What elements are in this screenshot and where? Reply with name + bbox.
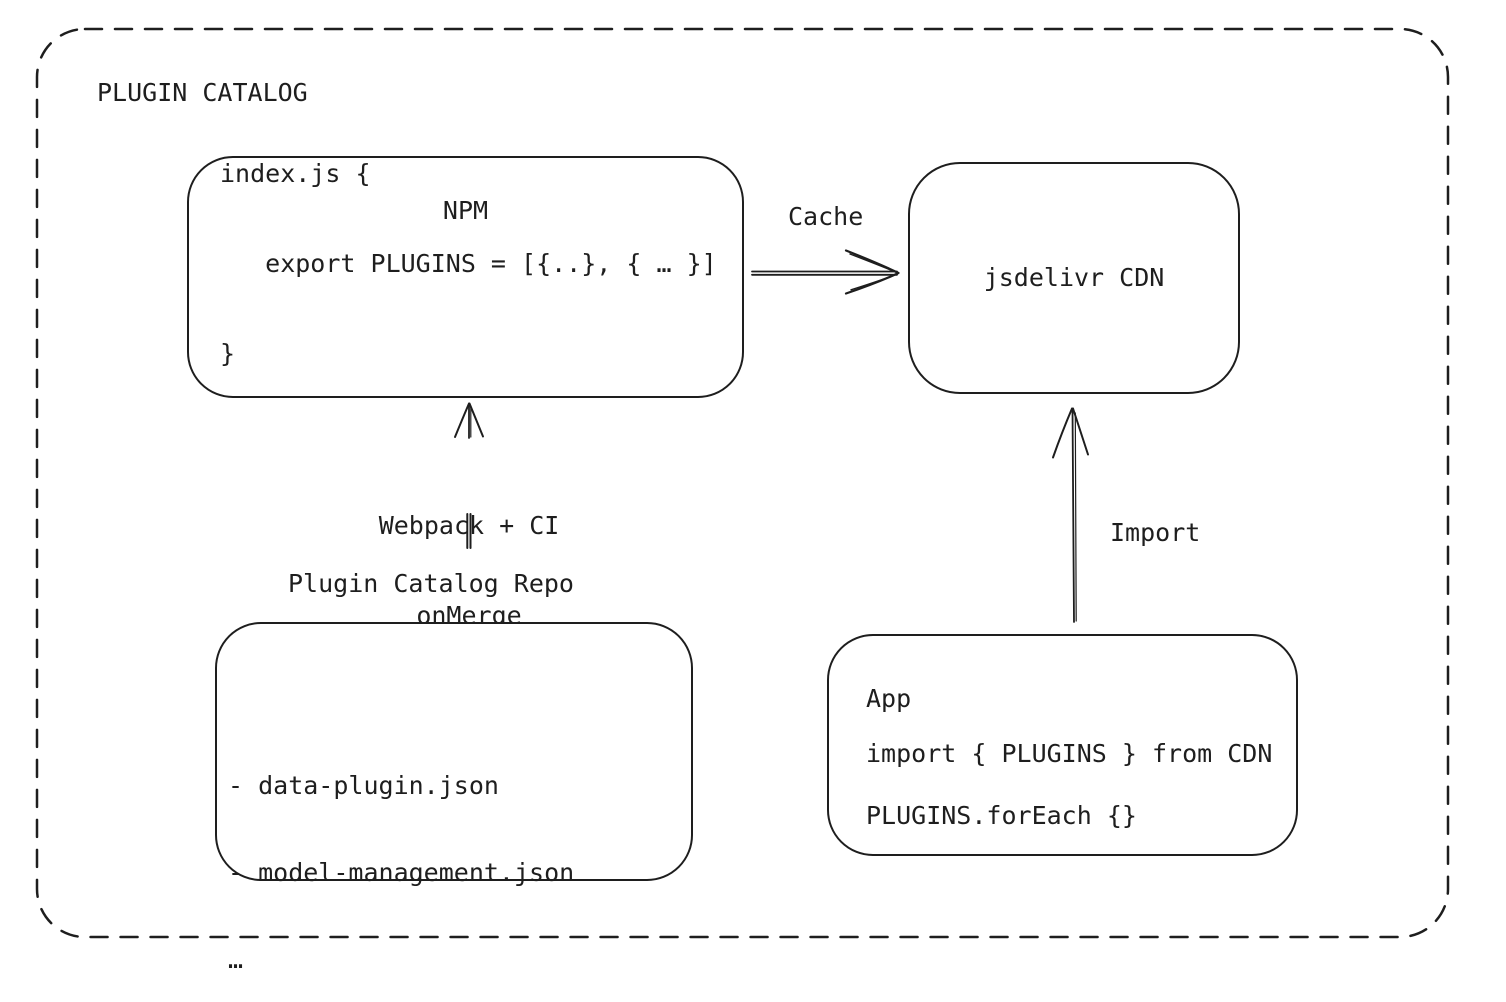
repo-file-item: - model-management.json	[228, 858, 575, 887]
build-edge-label-line1: Webpack + CI	[378, 511, 560, 540]
repo-file-item: - data-plugin.json	[228, 771, 499, 800]
repo-node: - data-plugin.json - model-management.js…	[215, 622, 693, 974]
npm-code-line: }	[220, 339, 236, 368]
npm-node: NPM index.js { export PLUGINS = [{..}, {…	[187, 156, 744, 398]
cache-arrowhead	[844, 249, 900, 295]
catalog-title: PLUGIN CATALOG	[97, 78, 308, 107]
repo-file-list: - data-plugin.json - model-management.js…	[228, 713, 574, 1002]
cache-arrow	[751, 249, 900, 295]
npm-code-block: index.js { export PLUGINS = [{..}, { … }…	[220, 99, 717, 429]
app-node-title: App	[866, 684, 912, 713]
npm-code-line: export PLUGINS = [{..}, { … }]	[220, 249, 717, 278]
import-arrowhead	[1052, 407, 1073, 459]
cache-edge-label: Cache	[788, 202, 864, 231]
import-arrow	[1052, 407, 1089, 623]
app-node: App import { PLUGINS } from CDN PLUGINS.…	[827, 634, 1298, 856]
app-code-line: import { PLUGINS } from CDN	[866, 739, 1273, 768]
npm-node-title: NPM	[442, 196, 489, 225]
npm-code-line: index.js {	[220, 159, 371, 188]
repo-node-title: Plugin Catalog Repo	[288, 569, 574, 598]
cdn-node: jsdelivr CDN	[908, 162, 1240, 394]
app-code-line: PLUGINS.forEach {}	[866, 801, 1137, 830]
cdn-node-label: jsdelivr CDN	[983, 263, 1165, 292]
import-edge-label: Import	[1110, 518, 1201, 547]
repo-file-item: …	[228, 945, 244, 974]
